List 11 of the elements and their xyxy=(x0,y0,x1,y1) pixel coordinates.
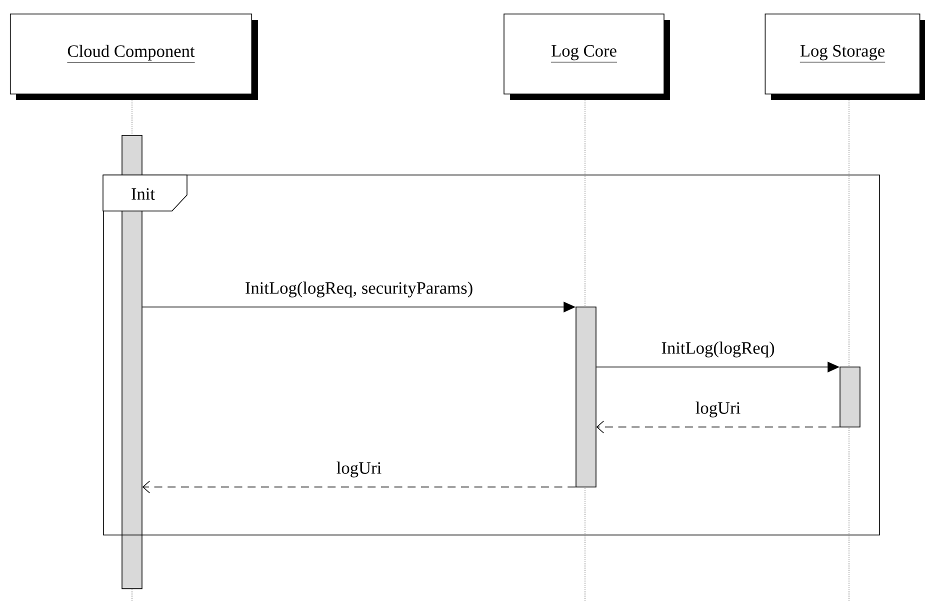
edge-label: logUri xyxy=(336,462,382,478)
activation-bar xyxy=(840,366,860,428)
activation-bar xyxy=(576,306,596,488)
participant-box: Log Core xyxy=(504,14,670,100)
message-arrow xyxy=(596,420,840,434)
edge-label: logUri xyxy=(696,402,740,418)
edge-label: InitLog(logReq) xyxy=(662,342,774,358)
edge-label: InitLog(logReq, securityParams) xyxy=(246,282,472,298)
message-arrow xyxy=(142,480,576,494)
participant-box: Cloud Component xyxy=(10,14,258,100)
participant-box: Log Storage xyxy=(764,14,925,100)
